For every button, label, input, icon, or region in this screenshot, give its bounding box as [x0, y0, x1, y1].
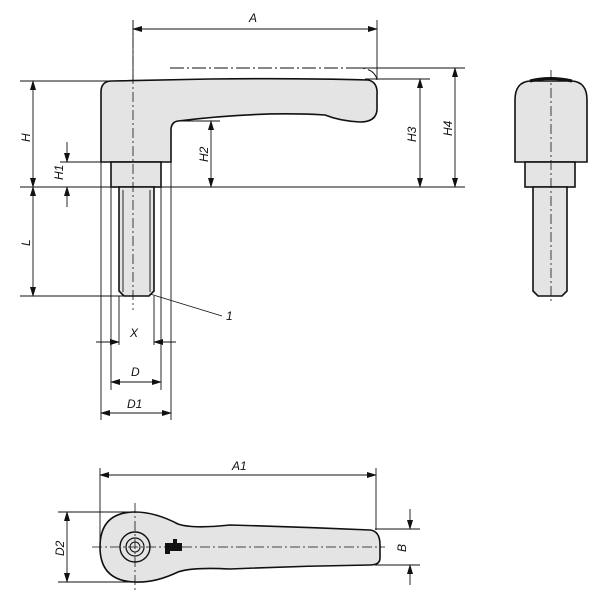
- dim-H1-label: H1: [52, 165, 66, 180]
- threaded-stud: [118, 186, 155, 297]
- knob: [514, 80, 588, 163]
- dim-X-label: X: [129, 326, 139, 340]
- top-view: A1 D2 B: [53, 459, 420, 590]
- dim-H-label: H: [19, 133, 33, 142]
- dim-B-label: B: [395, 544, 409, 552]
- hub: [110, 161, 162, 188]
- dim-A-label: A: [248, 11, 257, 25]
- dim-H2-label: H2: [197, 146, 211, 162]
- dim-A1-label: A1: [231, 459, 247, 473]
- dim-D-label: D: [131, 365, 140, 379]
- end-view: [514, 70, 588, 303]
- dim-H3-label: H3: [405, 126, 419, 142]
- phantom-line: [170, 67, 378, 81]
- dim-L-label: L: [19, 239, 33, 246]
- side-dimensions: A H L H1 H2 H3 H4 1 X D D1: [19, 11, 465, 420]
- lever-body: [100, 77, 378, 163]
- dim-D2-label: D2: [53, 540, 67, 556]
- logo-icon: [165, 539, 182, 554]
- dim-D1-label: D1: [127, 397, 142, 411]
- end-hub: [524, 161, 576, 188]
- callout-1-label: 1: [226, 309, 233, 323]
- end-stud: [532, 186, 568, 297]
- side-view: [100, 20, 378, 310]
- dim-H4-label: H4: [441, 120, 455, 136]
